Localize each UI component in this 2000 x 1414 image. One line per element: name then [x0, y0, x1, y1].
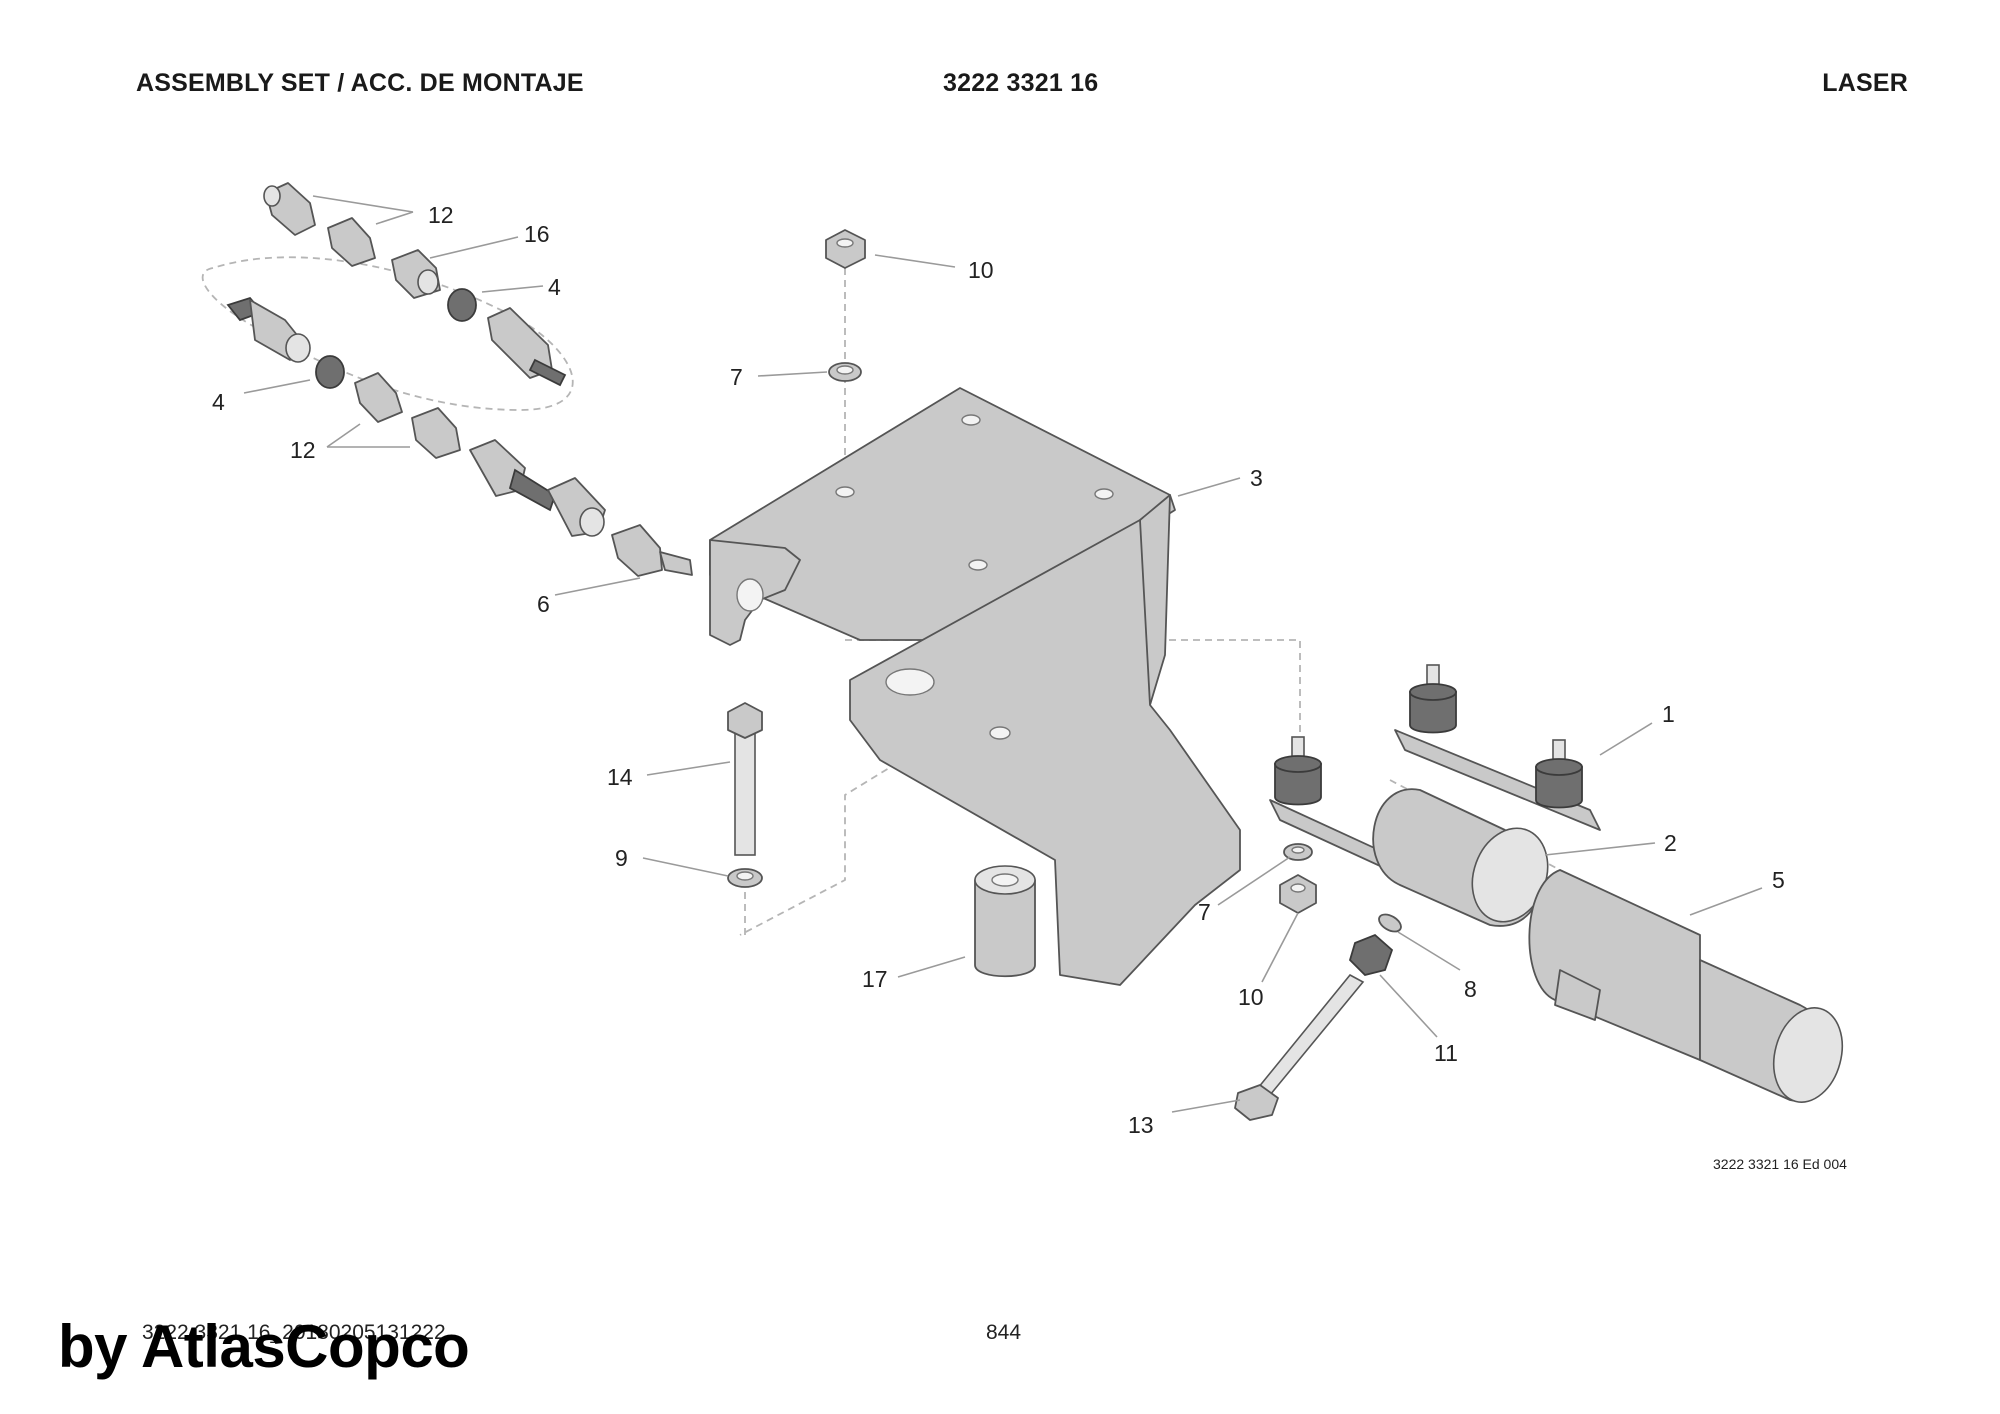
fitting-part-6	[611, 524, 693, 577]
nut-part-11	[1348, 933, 1394, 976]
header-product: LASER	[1822, 69, 1908, 97]
document-code: 3222 3321 16_20180205131222	[142, 1321, 446, 1344]
washer-part-7-lower	[1283, 843, 1313, 861]
edition-label: 3222 3321 16 Ed 004	[1713, 1156, 1847, 1172]
fitting-part-12-upper-2	[327, 217, 376, 267]
callout-6: 6	[537, 591, 550, 617]
hose-end-lower-left	[226, 296, 311, 363]
header-part-number: 3222 3321 16	[943, 69, 1099, 97]
callout-4-lower: 4	[212, 389, 225, 415]
callout-14: 14	[607, 764, 633, 790]
washer-part-9	[727, 868, 763, 888]
laser-unit-part-5	[1528, 869, 1844, 1103]
callout-labels: 12 16 4 4 12 6 10 7 3 14 9 17 1 2 5 7 10…	[212, 202, 1785, 1138]
page-number: 844	[986, 1321, 1022, 1344]
hose-fittings-group	[226, 182, 693, 577]
callout-17: 17	[862, 966, 888, 992]
callout-10-lower: 10	[1238, 984, 1264, 1010]
callout-5: 5	[1772, 867, 1785, 893]
fitting-part-12-lower-2	[411, 407, 461, 459]
callout-12-upper: 12	[428, 202, 454, 228]
bracket-plate-part-3	[709, 387, 1241, 986]
callout-16: 16	[524, 221, 550, 247]
leader-lines	[243, 195, 1763, 1113]
bolt-part-13	[1234, 973, 1365, 1121]
hose-assembly	[469, 439, 606, 537]
callout-7-lower: 7	[1198, 899, 1211, 925]
callout-1: 1	[1662, 701, 1675, 727]
callout-8: 8	[1464, 976, 1477, 1002]
callout-12-lower: 12	[290, 437, 316, 463]
washer-part-7-top	[828, 362, 862, 382]
nut-part-10-lower	[1279, 874, 1317, 914]
nut-part-10-top	[825, 229, 866, 269]
ferrule-part-4-upper	[447, 288, 477, 322]
hose-end-upper	[487, 307, 567, 387]
fitting-part-12-upper	[263, 182, 316, 236]
callout-2: 2	[1664, 830, 1677, 856]
callout-4-upper: 4	[548, 274, 561, 300]
callout-7-top: 7	[730, 364, 743, 390]
callout-11: 11	[1434, 1040, 1458, 1066]
clamp-ring-part-2	[1372, 788, 1549, 927]
washer-part-8	[1378, 913, 1402, 933]
watermark-text: by AtlasCopco	[58, 1313, 470, 1380]
fitting-part-12-lower	[354, 372, 403, 423]
bolt-part-14	[727, 702, 763, 856]
fitting-part-16	[391, 249, 441, 299]
callout-3: 3	[1250, 465, 1263, 491]
callout-13: 13	[1128, 1112, 1154, 1138]
callout-9: 9	[615, 845, 628, 871]
spacer-part-17	[974, 865, 1036, 978]
header-title: ASSEMBLY SET / ACC. DE MONTAJE	[136, 69, 584, 97]
ferrule-part-4-lower	[315, 355, 345, 389]
callout-10-top: 10	[968, 257, 994, 283]
